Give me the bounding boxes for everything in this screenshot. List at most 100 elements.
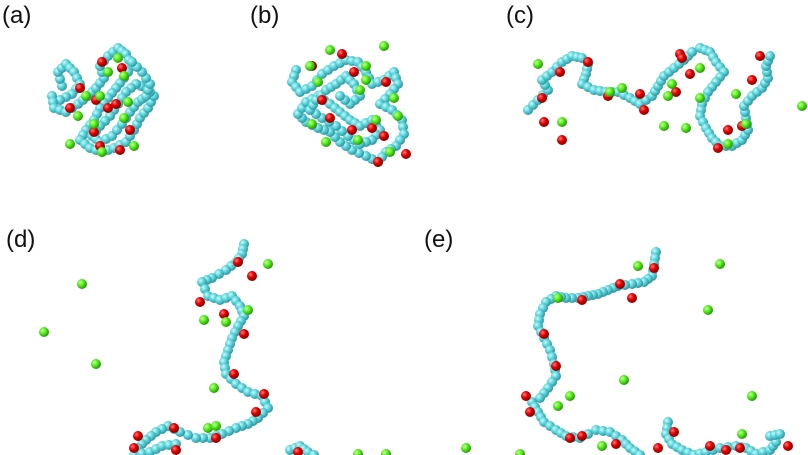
charged-bead <box>247 271 257 281</box>
charged-bead <box>219 309 229 319</box>
counterion-bead <box>703 305 713 315</box>
counterion-bead <box>263 259 273 269</box>
counterion-bead <box>103 67 113 77</box>
charged-bead <box>577 295 587 305</box>
charged-bead <box>755 51 765 61</box>
charged-bead <box>239 329 249 339</box>
counterion-bead <box>715 259 725 269</box>
charged-bead <box>577 431 587 441</box>
charged-bead <box>325 113 335 123</box>
charged-bead <box>685 69 695 79</box>
counterion-bead <box>39 327 49 337</box>
charged-bead <box>615 279 625 289</box>
charged-bead <box>195 297 205 307</box>
charged-bead <box>713 143 723 153</box>
counterion-bead <box>741 119 751 129</box>
counterion-bead <box>695 63 705 73</box>
charged-bead <box>233 257 243 267</box>
counterion-bead <box>123 97 133 107</box>
charged-bead <box>783 441 793 451</box>
charged-bead <box>539 329 549 339</box>
counterion-bead <box>731 89 741 99</box>
counterion-bead <box>65 139 75 149</box>
counterion-bead <box>243 305 253 315</box>
charged-bead <box>671 87 681 97</box>
charged-bead <box>169 423 179 433</box>
counterion-bead <box>203 423 213 433</box>
counterion-bead <box>209 383 219 393</box>
counterion-bead <box>695 93 705 103</box>
charged-bead <box>583 57 593 67</box>
polymer-bead <box>137 448 147 455</box>
counterion-bead <box>617 83 627 93</box>
counterion-bead <box>91 359 101 369</box>
counterion-bead <box>81 91 91 101</box>
panel-label-a: (a) <box>2 2 32 29</box>
counterion-bead <box>361 61 371 71</box>
counterion-bead <box>199 315 209 325</box>
counterion-bead <box>663 91 673 101</box>
polymer-bead <box>775 429 785 439</box>
charged-bead <box>211 433 221 443</box>
panel-label-d: (d) <box>6 226 36 253</box>
counterion-bead <box>389 93 399 103</box>
counterion-bead <box>565 391 575 401</box>
counterion-bead <box>305 61 315 71</box>
counterion-bead <box>553 401 563 411</box>
charged-bead <box>557 135 567 145</box>
counterion-bead <box>737 429 747 439</box>
counterion-bead <box>353 449 363 455</box>
charged-bead <box>627 293 637 303</box>
counterion-bead <box>325 45 335 55</box>
polymer-bead <box>635 450 645 455</box>
counterion-bead <box>321 137 331 147</box>
counterion-bead <box>557 117 567 127</box>
counterion-bead <box>89 119 99 129</box>
charged-bead <box>337 49 347 59</box>
polymer-bead <box>127 57 137 67</box>
polymer-bead <box>198 433 208 443</box>
counterion-bead <box>659 121 669 131</box>
counterion-bead <box>129 141 139 151</box>
charged-bead-layer <box>65 49 793 455</box>
counterion-bead <box>633 261 643 271</box>
charged-bead <box>723 125 733 135</box>
charged-bead <box>653 443 663 453</box>
charged-bead <box>379 131 389 141</box>
charged-bead <box>251 407 261 417</box>
charged-bead <box>115 145 125 155</box>
polymer-bead <box>687 47 697 57</box>
charged-bead <box>551 361 561 371</box>
polymer-bead <box>309 450 319 455</box>
polymer-bead <box>335 91 345 101</box>
panel-label-c: (c) <box>506 2 534 29</box>
counterion-bead <box>119 113 129 123</box>
counterion-bead <box>619 375 629 385</box>
counterion-bead <box>113 53 123 63</box>
charged-bead <box>747 75 757 85</box>
counterion-bead <box>381 449 391 455</box>
charged-bead <box>125 125 135 135</box>
counterion-bead <box>221 317 231 327</box>
counterion-bead <box>553 293 563 303</box>
counterion-bead <box>73 111 83 121</box>
charged-bead <box>111 99 121 109</box>
charged-bead <box>721 445 731 455</box>
charged-bead <box>293 447 303 455</box>
polymer-bead <box>183 430 193 440</box>
charged-bead <box>75 83 85 93</box>
charged-bead <box>133 431 143 441</box>
counterion-bead <box>723 139 733 149</box>
polymer-bead <box>765 51 775 61</box>
counterion-bead <box>681 123 691 133</box>
counterion-layer <box>39 41 807 455</box>
counterion-bead <box>385 147 395 157</box>
charged-bead <box>65 103 75 113</box>
charged-bead <box>705 441 715 451</box>
counterion-bead <box>515 449 525 455</box>
charged-bead <box>525 407 535 417</box>
charged-bead <box>259 389 269 399</box>
counterion-bead <box>313 77 323 87</box>
polymer-bead <box>535 393 545 403</box>
